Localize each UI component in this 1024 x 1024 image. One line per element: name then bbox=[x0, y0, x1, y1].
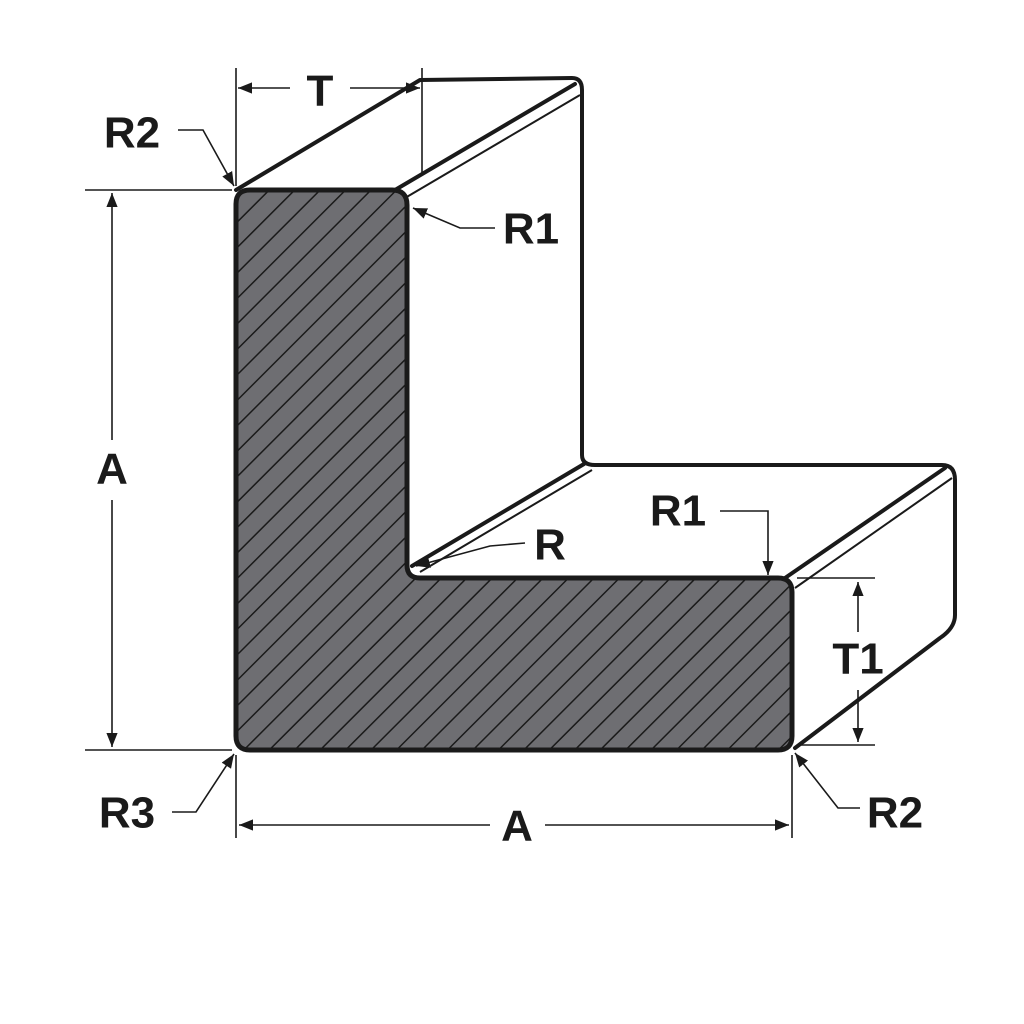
l-section-face bbox=[233, 187, 795, 753]
label-r1-right: R1 bbox=[650, 487, 706, 536]
top-face bbox=[234, 76, 957, 750]
extension-lines bbox=[85, 68, 875, 838]
vertical-leg-top-inner-edge bbox=[404, 94, 581, 199]
label-r3: R3 bbox=[99, 789, 155, 838]
vertical-leg-top-edge bbox=[393, 82, 577, 192]
callout-r: R bbox=[415, 521, 566, 570]
dimension-t1: T1 bbox=[832, 582, 884, 742]
callout-r2-top: R2 bbox=[104, 109, 235, 187]
label-r2-bottom: R2 bbox=[867, 789, 923, 838]
label-a-bottom: A bbox=[501, 802, 533, 851]
callout-r1-right: R1 bbox=[650, 487, 774, 575]
callout-r3: R3 bbox=[99, 753, 235, 838]
inner-corner-edge-2 bbox=[419, 469, 593, 573]
label-r2-top: R2 bbox=[104, 109, 160, 158]
label-t1: T1 bbox=[832, 635, 883, 684]
horizontal-leg-top-inner-edge bbox=[794, 477, 953, 589]
dimension-a-bottom: A bbox=[239, 802, 789, 851]
callout-r2-bottom: R2 bbox=[794, 752, 923, 838]
extrusion-body bbox=[234, 76, 957, 750]
dimension-a-left: A bbox=[96, 193, 128, 747]
label-a-left: A bbox=[96, 445, 128, 494]
label-r1-top: R1 bbox=[503, 205, 559, 254]
label-r: R bbox=[534, 521, 566, 570]
callout-r1-top: R1 bbox=[412, 205, 559, 254]
label-t: T bbox=[307, 67, 334, 116]
horizontal-leg-top-edge bbox=[783, 466, 947, 580]
inner-corner-edge bbox=[410, 462, 586, 568]
dimension-t: T bbox=[238, 67, 420, 116]
